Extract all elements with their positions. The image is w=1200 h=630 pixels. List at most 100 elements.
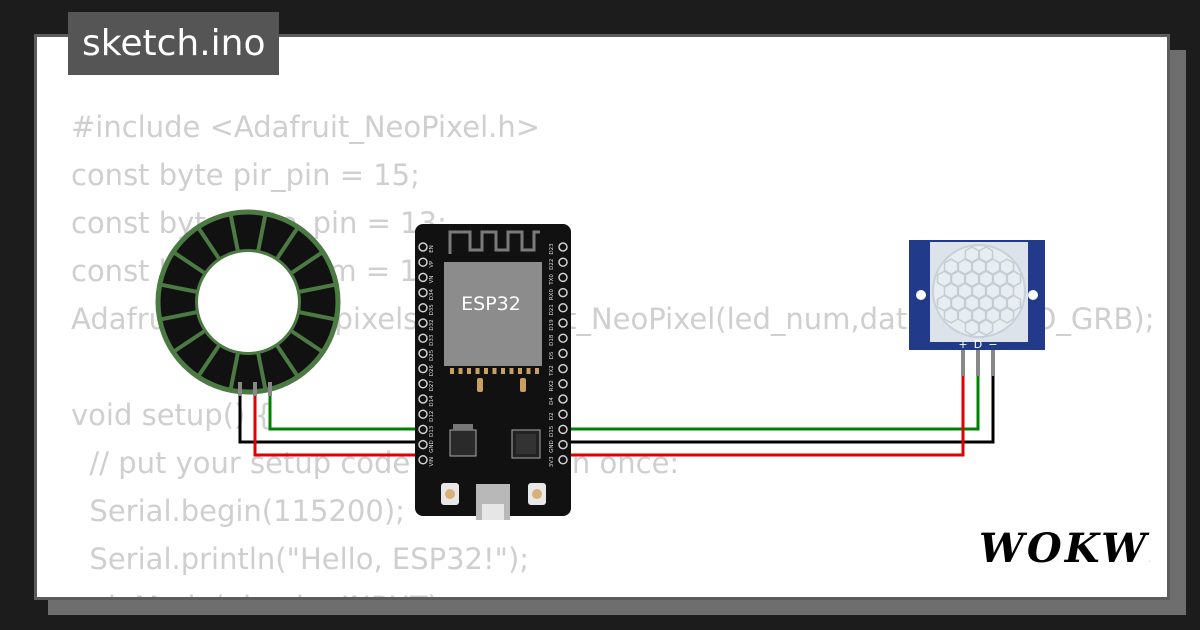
esp32-pin-left-vn[interactable]: VN xyxy=(418,272,435,283)
esp32-pin-right-rx0[interactable]: RX0 xyxy=(549,287,568,301)
esp32-pin-right-d15[interactable]: D15 xyxy=(549,424,568,437)
ring-pixel-divider xyxy=(173,251,206,275)
wire-pir-data[interactable] xyxy=(563,376,980,431)
esp32-board[interactable]: ESP32 ENVPVND34D35D32D33D25D26D27D14D12D… xyxy=(415,224,571,520)
pin-header xyxy=(418,394,428,404)
boot-button[interactable] xyxy=(441,483,459,505)
pin-label: D32 xyxy=(429,319,435,330)
usb-port xyxy=(476,484,510,520)
esp32-pin-left-d25[interactable]: D25 xyxy=(418,348,435,361)
pin-label: D34 xyxy=(429,288,435,300)
module-pad xyxy=(467,368,471,374)
esp32-pin-left-d34[interactable]: D34 xyxy=(418,287,435,300)
pin-header xyxy=(418,318,428,328)
esp32-pin-right-d19[interactable]: D19 xyxy=(549,318,568,331)
ring-pixel-divider xyxy=(173,329,206,353)
pin-label: D26 xyxy=(429,364,435,376)
pin-header xyxy=(418,409,428,419)
esp32-module xyxy=(444,262,542,366)
esp32-pin-right-3v3[interactable]: 3V3 xyxy=(549,455,568,467)
esp32-pin-left-d33[interactable]: D33 xyxy=(418,333,435,346)
pin-label: VIN xyxy=(429,457,435,467)
esp32-pin-right-d23[interactable]: D23 xyxy=(549,242,568,255)
esp32-pin-right-d21[interactable]: D21 xyxy=(549,303,568,316)
pin-header xyxy=(558,272,568,283)
ring-pin xyxy=(268,382,272,396)
smd-component xyxy=(520,378,526,392)
esp32-pin-left-gnd[interactable]: GND xyxy=(418,439,435,453)
ring-pixel-divider xyxy=(298,310,335,322)
pin-label: VP xyxy=(429,260,435,268)
pir-sensor[interactable]: +D− xyxy=(909,240,1045,376)
esp32-pin-left-d32[interactable]: D32 xyxy=(418,318,435,331)
module-pad xyxy=(518,368,522,374)
pin-label: D18 xyxy=(549,334,555,346)
pin-header xyxy=(418,424,428,435)
esp32-pin-left-d13[interactable]: D13 xyxy=(418,424,435,437)
ring-pixel-divider xyxy=(228,352,240,389)
pin-label: D19 xyxy=(549,319,555,331)
pin-label: D4 xyxy=(549,397,555,405)
pin-label: EN xyxy=(429,245,435,253)
fresnel-cell xyxy=(999,282,1015,300)
esp32-pin-right-rx2[interactable]: RX2 xyxy=(549,379,568,392)
pir-pin-label: + xyxy=(958,338,967,351)
fresnel-cell xyxy=(978,318,994,336)
esp32-pin-right-d18[interactable]: D18 xyxy=(549,333,568,346)
esp32-pin-left-vin[interactable]: VIN xyxy=(418,455,435,467)
pin-header xyxy=(418,455,428,465)
pin-header xyxy=(558,455,568,465)
esp32-pin-right-d2[interactable]: D2 xyxy=(549,409,568,420)
esp32-pin-left-d26[interactable]: D26 xyxy=(418,363,435,376)
file-tab[interactable]: sketch.ino xyxy=(68,12,280,75)
ring-pixel-divider xyxy=(256,215,268,252)
esp32-pin-right-d5[interactable]: D5 xyxy=(549,348,568,359)
ring-pixel-divider xyxy=(197,227,221,260)
esp32-pin-right-d4[interactable]: D4 xyxy=(549,394,568,405)
esp32-usb-chip xyxy=(511,429,541,459)
ring-pixel-divider xyxy=(256,352,268,389)
esp32-pin-left-vp[interactable]: VP xyxy=(418,257,435,268)
module-pad xyxy=(535,368,539,374)
pin-label: D21 xyxy=(549,304,555,315)
esp32-pin-right-tx2[interactable]: TX2 xyxy=(549,363,568,377)
esp32-pin-left-d35[interactable]: D35 xyxy=(418,303,435,316)
wire-pir-gnd[interactable] xyxy=(563,376,995,444)
pin-label: D35 xyxy=(429,304,435,316)
wire-pir-vcc[interactable] xyxy=(563,376,965,457)
esp32-pin-left-d27[interactable]: D27 xyxy=(418,379,435,392)
pin-label: GND xyxy=(549,440,555,453)
en-button[interactable] xyxy=(528,483,546,505)
pin-header xyxy=(418,348,428,359)
wire-ring-vin[interactable] xyxy=(253,394,425,457)
pin-label: D27 xyxy=(429,380,435,392)
ring-pixel-divider xyxy=(290,251,323,275)
esp32-pin-right-d22[interactable]: D22 xyxy=(549,257,568,270)
pin-header xyxy=(558,333,568,343)
esp32-chip-label: ESP32 xyxy=(461,293,521,315)
ring-pixel-divider xyxy=(275,227,299,260)
pin-label: D14 xyxy=(429,395,435,407)
wire-ring-gnd[interactable] xyxy=(238,394,425,444)
esp32-pin-left-d12[interactable]: D12 xyxy=(418,409,435,422)
pin-header xyxy=(558,287,568,298)
wire-ring-data[interactable] xyxy=(268,394,425,431)
code-line: void setup() { xyxy=(71,398,273,432)
pin-header xyxy=(558,409,568,419)
neopixel-ring[interactable] xyxy=(155,209,341,396)
pin-label: D13 xyxy=(429,425,435,437)
esp32-pin-right-tx0[interactable]: TX0 xyxy=(549,272,568,286)
esp32-pin-left-en[interactable]: EN xyxy=(418,242,435,253)
pin-header xyxy=(558,379,568,389)
pir-pin-label: − xyxy=(988,338,997,351)
module-pad xyxy=(526,368,531,374)
module-pad xyxy=(450,368,454,374)
esp32-pin-right-gnd[interactable]: GND xyxy=(549,439,568,453)
pin-header xyxy=(418,379,428,389)
fresnel-cell xyxy=(999,258,1015,276)
pin-header xyxy=(418,333,428,343)
pin-header xyxy=(558,348,568,359)
ring-pixel-divider xyxy=(197,344,221,377)
esp32-pin-left-d14[interactable]: D14 xyxy=(418,394,435,407)
wires xyxy=(238,376,995,457)
